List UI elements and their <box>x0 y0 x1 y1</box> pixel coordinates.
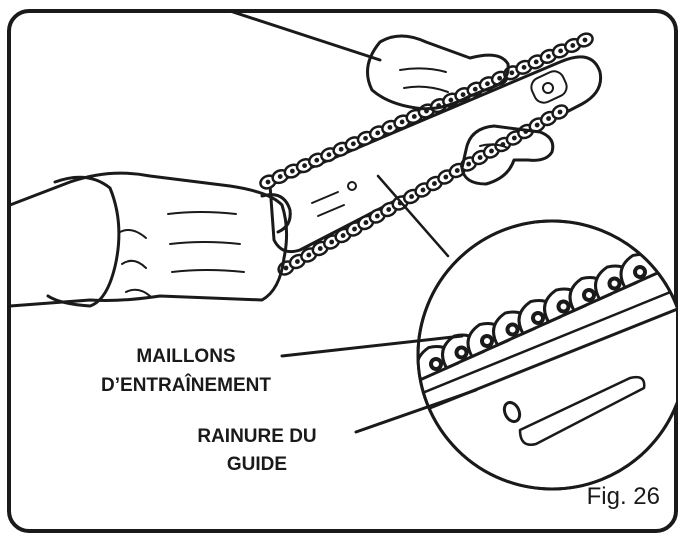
drive-links-label-line2: D’ENTRAÎNEMENT <box>101 374 271 396</box>
figure-caption: Fig. 26 <box>587 483 660 510</box>
bar-groove-label-line2: GUIDE <box>227 454 287 475</box>
drive-links-label-line1: MAILLONS <box>136 346 235 367</box>
bar-groove-label-line1: RAINURE DU <box>197 426 316 447</box>
